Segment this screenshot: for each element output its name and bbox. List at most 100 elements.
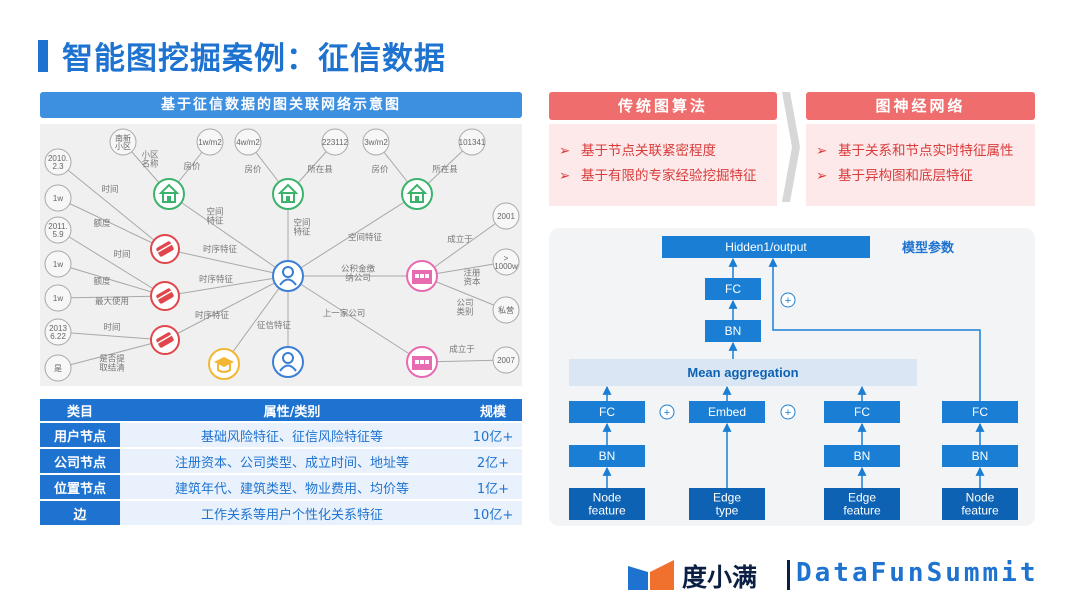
table-row: 公司节点 注册资本、公司类型、成立时间、地址等 2亿+ [40, 449, 522, 473]
edge-label: 公积金缴纳公司 [341, 264, 376, 283]
graph-header: 基于征信数据的图关联网络示意图 [40, 92, 522, 118]
brand-logo-icon [628, 560, 674, 590]
attribute-node-label: 1w/m2 [198, 138, 222, 147]
plus-icon: + [780, 292, 796, 308]
attribute-node [44, 284, 72, 312]
traditional-panel: ➢基于节点关联紧密程度 ➢基于有限的专家经验挖掘特征 [549, 124, 777, 206]
house-icon [153, 178, 185, 210]
row-scale: 10亿+ [464, 501, 522, 525]
edge-label: 额度 [93, 276, 111, 286]
attribute-node [196, 128, 224, 156]
graph-edge [421, 215, 507, 277]
edge-label: 时间 [113, 249, 130, 259]
graduation-cap-icon [208, 348, 240, 380]
col-attributes: 属性/类别 [120, 399, 464, 421]
attribute-node-label: 3w/m2 [364, 138, 388, 147]
edge-label: 所在县 [432, 164, 458, 174]
skip-connection-line [768, 257, 981, 401]
edge-label: 房价 [244, 164, 262, 174]
attribute-node-label: 4w/m2 [236, 138, 260, 147]
row-category: 用户节点 [40, 423, 120, 447]
svg-text:FC: FC [599, 405, 615, 419]
svg-text:BN: BN [725, 324, 742, 338]
edge-label: 额度 [93, 218, 111, 228]
graph-edge [57, 339, 166, 369]
traditional-item: ➢基于有限的专家经验挖掘特征 [559, 164, 777, 189]
attribute-node-label: 223112 [322, 138, 349, 147]
attribute-node-label: 是 [54, 364, 62, 373]
svg-text:BN: BN [972, 449, 989, 463]
attribute-node [234, 128, 262, 156]
edge-label: 时序特征 [199, 274, 234, 284]
embed-box: Embed [689, 401, 765, 423]
attribute-node-label: >1000w [494, 254, 518, 271]
row-attributes: 基础风险特征、征信风险特征等 [120, 423, 464, 447]
table-header-row: 类目 属性/类别 规模 [40, 399, 522, 421]
plus-icon: + [659, 404, 675, 420]
row-scale: 1亿+ [464, 475, 522, 499]
attribute-node [109, 128, 137, 156]
row-scale: 2亿+ [464, 449, 522, 473]
edge-label: 所在县 [307, 164, 333, 174]
edge-label: 最大使用 [95, 296, 129, 306]
row-scale: 10亿+ [464, 423, 522, 447]
row-attributes: 注册资本、公司类型、成立时间、地址等 [120, 449, 464, 473]
table-row: 边 工作关系等用户个性化关系特征 10亿+ [40, 501, 522, 525]
house-icon [401, 178, 433, 210]
svg-text:BN: BN [854, 449, 871, 463]
footer-summit: DataFunSummit [796, 558, 1039, 588]
credit-card-icon [150, 325, 180, 355]
credit-card-icon [150, 234, 180, 264]
fc-box: FC [942, 401, 1018, 423]
company-icon [406, 346, 438, 378]
bn-box: BN [569, 445, 645, 467]
svg-text:FC: FC [972, 405, 988, 419]
attribute-node [458, 128, 486, 156]
svg-text:Hidden1/output: Hidden1/output [725, 240, 807, 254]
graph-edge [57, 295, 166, 299]
graph-edge [168, 193, 289, 277]
table-row: 位置节点 建筑年代、建筑类型、物业费用、均价等 1亿+ [40, 475, 522, 499]
attribute-node-label: 1w [53, 194, 63, 203]
graph-edge [164, 275, 289, 341]
bullet-arrow-icon: ➢ [559, 143, 571, 159]
attribute-node-label: 2010.2.3 [48, 154, 68, 171]
edge-label: 成立于 [447, 234, 473, 244]
edge-label: 房价 [183, 161, 201, 171]
svg-text:Mean aggregation: Mean aggregation [687, 365, 798, 380]
attribute-node [44, 354, 72, 382]
node-table: 类目 属性/类别 规模 用户节点 基础风险特征、征信风险特征等 10亿+ 公司节… [40, 397, 522, 527]
edge-label: 小区名称 [141, 150, 159, 169]
svg-text:BN: BN [599, 449, 616, 463]
gnn-header: 图神经网络 [806, 92, 1035, 120]
fc-box: FC [569, 401, 645, 423]
svg-text:+: + [785, 407, 791, 419]
attribute-node-label: 2001 [497, 212, 515, 221]
svg-text:FC: FC [854, 405, 870, 419]
fc-box: FC [705, 278, 761, 300]
row-category: 位置节点 [40, 475, 120, 499]
footer-separator [787, 560, 790, 590]
attribute-node [44, 184, 72, 212]
graph-edge [287, 193, 418, 277]
edge-label: 时间 [101, 184, 118, 194]
graph-edge [223, 275, 289, 365]
attribute-node-label: 1w [53, 294, 63, 303]
attribute-node [321, 128, 349, 156]
attribute-node [492, 202, 520, 230]
edge-label: 公司类别 [456, 298, 473, 317]
output-box: Hidden1/output [662, 236, 870, 258]
page-title: 智能图挖掘案例：征信数据 [62, 41, 446, 77]
row-category: 边 [40, 501, 120, 525]
edge-label: 空间特征 [293, 218, 311, 237]
bullet-arrow-icon: ➢ [816, 143, 828, 159]
edge-label: 房价 [371, 164, 389, 174]
bn-box: BN [705, 320, 761, 342]
